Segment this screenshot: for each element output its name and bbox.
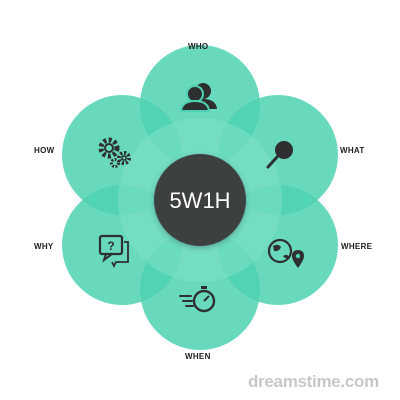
- label-what: WHAT: [340, 146, 365, 155]
- label-how: HOW: [34, 146, 55, 155]
- label-where: WHERE: [341, 242, 373, 251]
- label-who: WHO: [188, 42, 209, 51]
- center-label: 5W1H: [169, 188, 230, 213]
- people-icon: [179, 83, 217, 112]
- question-bubble-icon: ?: [98, 234, 129, 269]
- center-hub: [154, 154, 246, 246]
- globe-pin-icon: [267, 238, 304, 268]
- gears-icon: [98, 137, 131, 168]
- watermark: dreamstime.com: [248, 372, 379, 391]
- magnifier-icon: [266, 141, 293, 169]
- label-when: WHEN: [185, 352, 211, 361]
- stopwatch-icon: [179, 286, 216, 313]
- label-why: WHY: [34, 242, 54, 251]
- svg-text:?: ?: [107, 239, 114, 253]
